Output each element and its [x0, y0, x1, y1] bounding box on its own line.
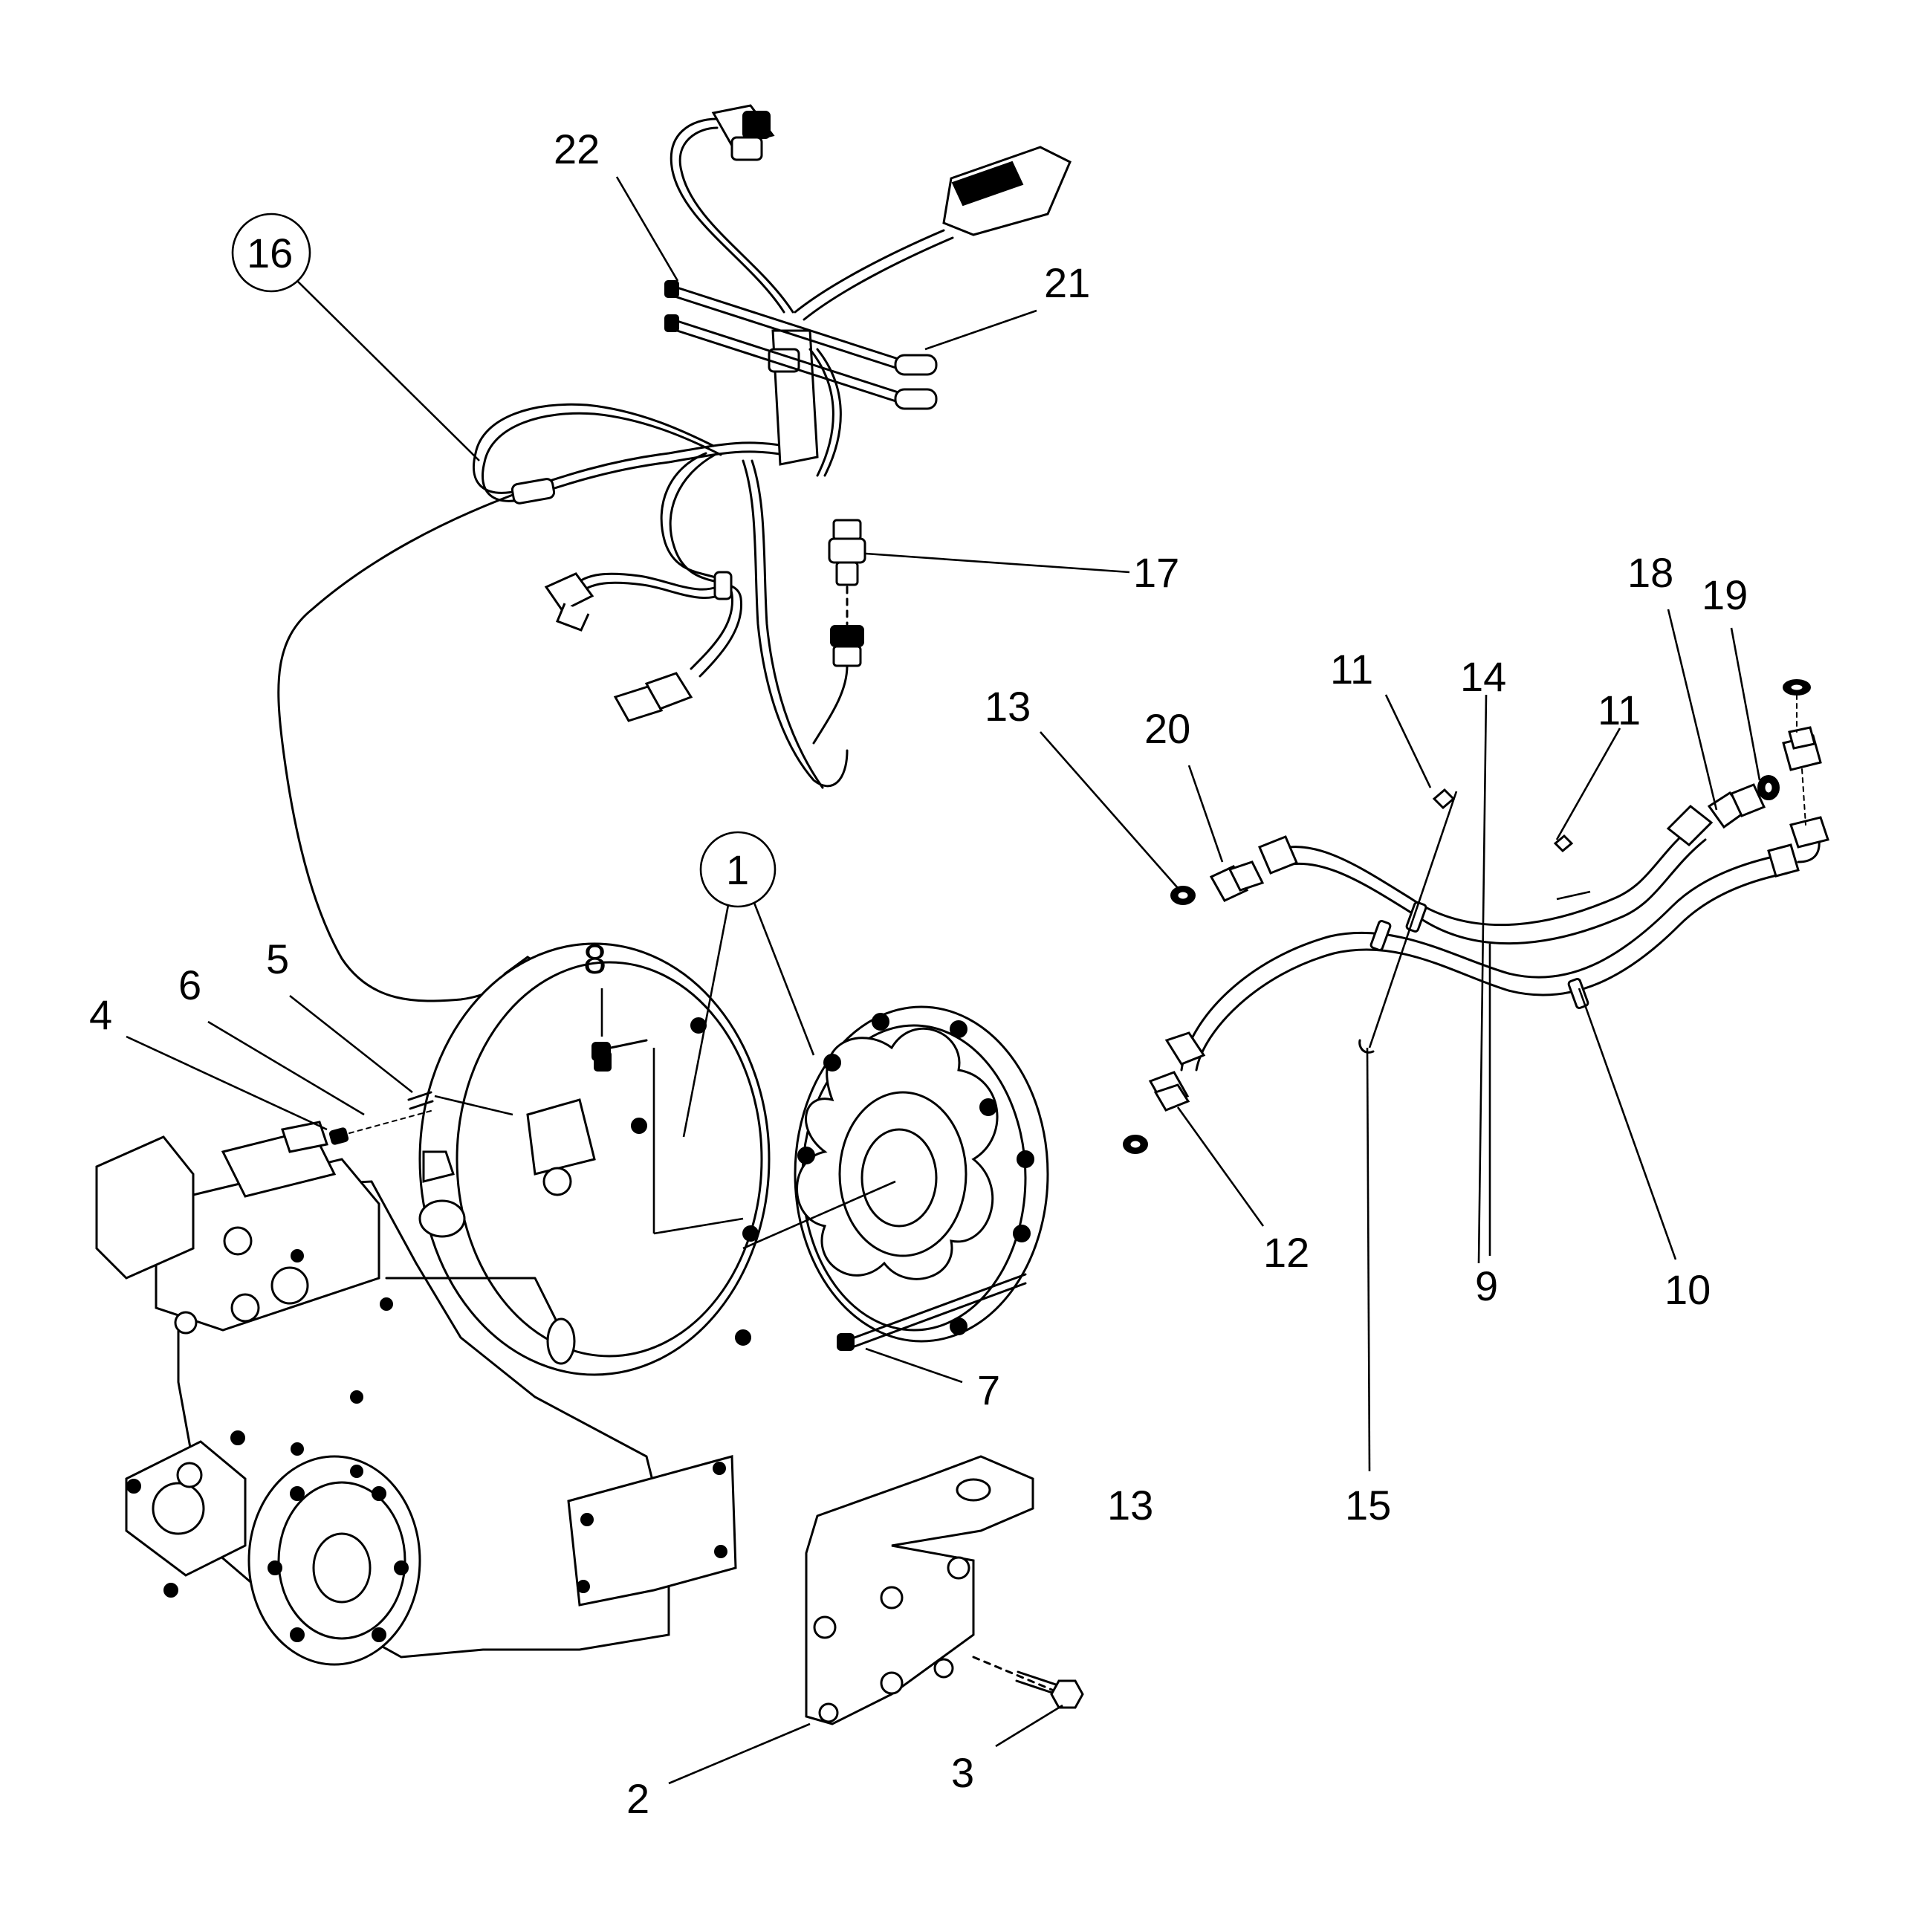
label-20: 20	[1144, 705, 1190, 752]
bolt-8	[591, 1039, 648, 1061]
label-2: 2	[626, 1775, 649, 1822]
harness-bolts	[664, 280, 938, 410]
label-3: 3	[951, 1749, 974, 1796]
lower-fittings	[1123, 860, 1265, 1154]
label-6: 6	[178, 962, 201, 1008]
label-19: 19	[1702, 571, 1748, 618]
label-4: 4	[89, 991, 112, 1038]
label-14: 14	[1460, 653, 1506, 700]
label-8: 8	[583, 936, 606, 982]
mount-bracket	[805, 1455, 1084, 1725]
bolt-7	[837, 1273, 1027, 1351]
label-18: 18	[1627, 549, 1673, 596]
label-10: 10	[1664, 1266, 1711, 1313]
label-22: 22	[554, 126, 600, 172]
label-7: 7	[977, 1367, 1000, 1413]
label-21: 21	[1044, 259, 1090, 306]
callout-circle-1	[699, 831, 777, 908]
sensor	[812, 519, 866, 745]
transmission-housing	[95, 942, 771, 1666]
label-12: 12	[1263, 1229, 1309, 1276]
wiring-harness	[277, 104, 1072, 1002]
label-13-top: 13	[985, 683, 1031, 730]
hoses	[1164, 804, 1829, 1072]
leader-lines	[126, 176, 1761, 1785]
label-11-right: 11	[1598, 687, 1641, 733]
label-1: 1	[726, 846, 749, 893]
part-labels: 22 16 21 17 18 19 13 20 11 14 11 1 5 8 6…	[89, 126, 1748, 1822]
label-17: 17	[1133, 549, 1179, 596]
label-5: 5	[266, 936, 289, 982]
flex-coupling	[794, 1005, 1049, 1343]
label-13-bottom: 13	[1107, 1482, 1153, 1529]
label-15: 15	[1345, 1482, 1391, 1529]
label-9: 9	[1475, 1262, 1498, 1309]
callout-circle-16	[231, 213, 311, 293]
label-11-left: 11	[1330, 646, 1373, 693]
right-fittings	[1707, 679, 1822, 829]
label-16: 16	[247, 230, 293, 276]
